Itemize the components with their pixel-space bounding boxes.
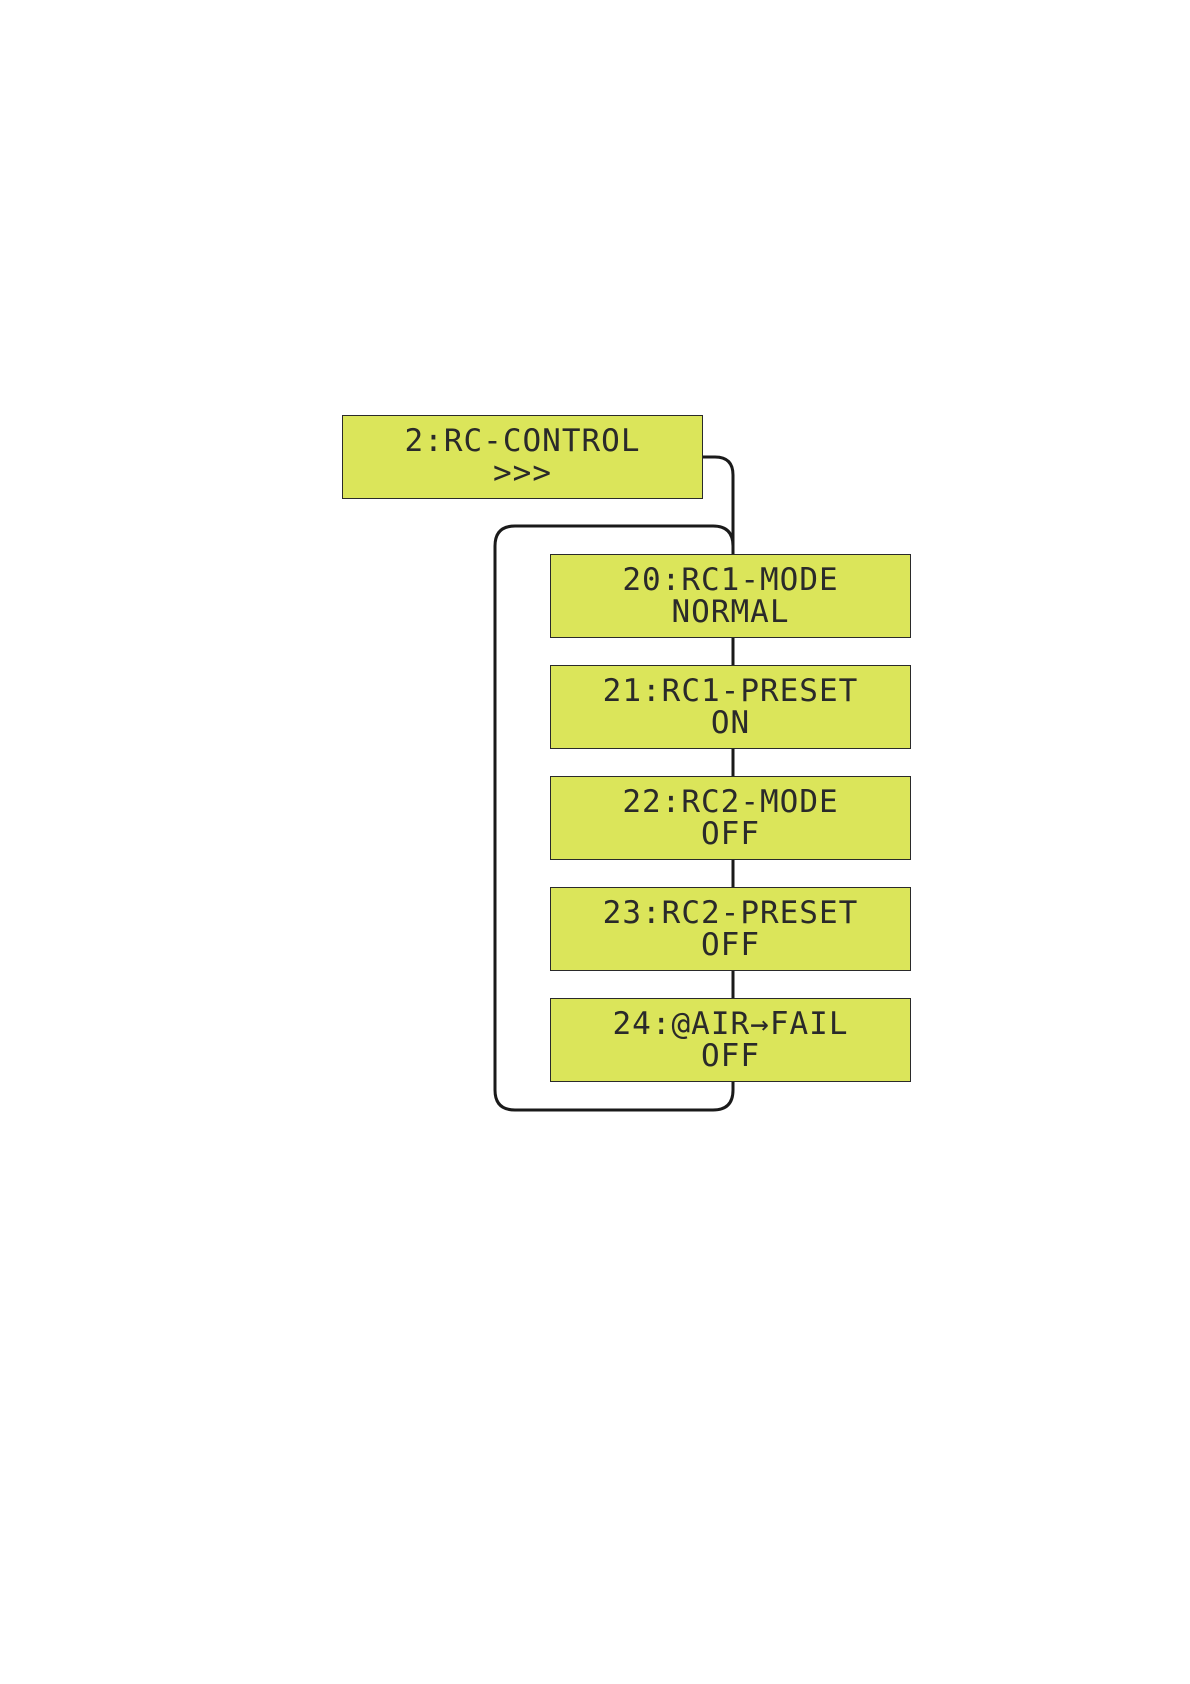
lcd-menu-item-22[interactable]: 22:RC2-MODE OFF <box>550 776 911 860</box>
lcd-value: OFF <box>701 818 760 850</box>
lcd-title: 2:RC-CONTROL <box>405 425 641 457</box>
lcd-value: OFF <box>701 929 760 961</box>
lcd-menu-item-20[interactable]: 20:RC1-MODE NORMAL <box>550 554 911 638</box>
lcd-title: 23:RC2-PRESET <box>603 897 859 929</box>
lcd-title: 24:@AIR→FAIL <box>613 1008 849 1040</box>
lcd-menu-item-21[interactable]: 21:RC1-PRESET ON <box>550 665 911 749</box>
lcd-title: 20:RC1-MODE <box>622 564 838 596</box>
lcd-value: ON <box>711 707 750 739</box>
lcd-menu-parent[interactable]: 2:RC-CONTROL >>> <box>342 415 703 499</box>
lcd-menu-item-23[interactable]: 23:RC2-PRESET OFF <box>550 887 911 971</box>
lcd-value: NORMAL <box>672 596 790 628</box>
lcd-value: OFF <box>701 1040 760 1072</box>
lcd-title: 22:RC2-MODE <box>622 786 838 818</box>
lcd-title: 21:RC1-PRESET <box>603 675 859 707</box>
lcd-menu-item-24[interactable]: 24:@AIR→FAIL OFF <box>550 998 911 1082</box>
lcd-value: >>> <box>493 457 552 489</box>
parent-to-children-connector <box>703 457 733 555</box>
